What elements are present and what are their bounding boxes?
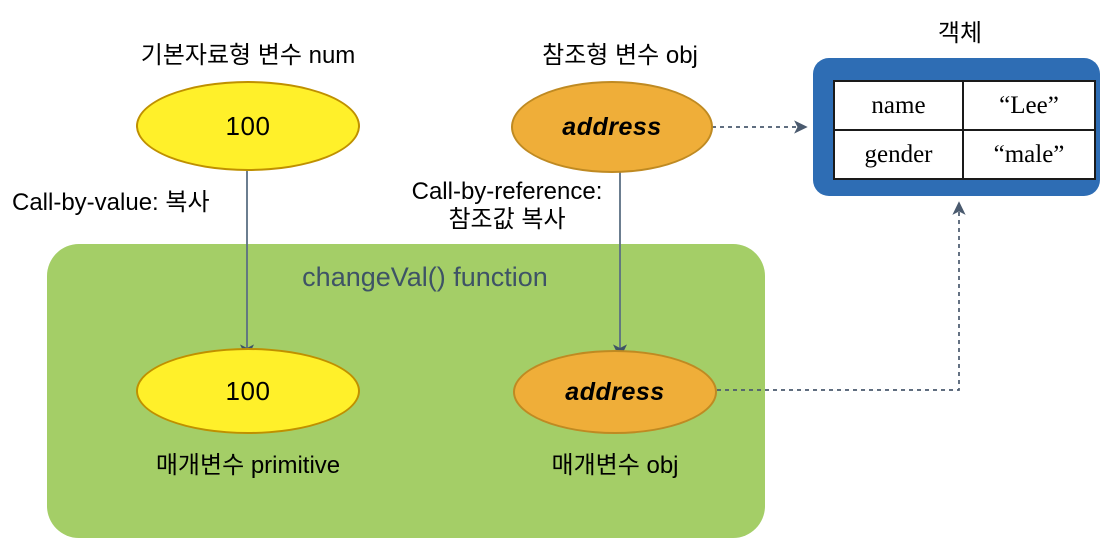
param-obj-label: 매개변수 obj bbox=[551, 452, 679, 479]
param-primitive-label: 매개변수 primitive bbox=[155, 452, 341, 479]
call-by-value-label: Call-by-value: 복사 bbox=[12, 189, 210, 216]
object-table-body: name “Lee” gender “male” bbox=[833, 80, 1096, 180]
primitive-variable-title: 기본자료형 변수 num bbox=[140, 42, 356, 69]
outer-primitive-variable: 100 bbox=[136, 81, 360, 171]
table-row: gender “male” bbox=[833, 129, 1096, 180]
object-title: 객체 bbox=[937, 20, 983, 47]
object-value-name: “Lee” bbox=[962, 80, 1096, 131]
object-key-name: name bbox=[833, 80, 964, 131]
inner-primitive-value: 100 bbox=[225, 375, 271, 406]
object-property-table: name “Lee” gender “male” bbox=[833, 80, 1096, 180]
function-title: changeVal() function bbox=[302, 262, 548, 292]
object-key-gender: gender bbox=[833, 129, 964, 180]
outer-reference-variable: address bbox=[511, 81, 713, 173]
inner-reference-parameter: address bbox=[513, 350, 717, 434]
reference-variable-title: 참조형 변수 obj bbox=[542, 42, 698, 69]
table-row: name “Lee” bbox=[833, 80, 1096, 131]
object-value-gender: “male” bbox=[962, 129, 1096, 180]
call-by-reference-label: Call-by-reference: 참조값 복사 bbox=[411, 178, 603, 233]
outer-reference-value: address bbox=[562, 112, 662, 141]
inner-primitive-parameter: 100 bbox=[136, 348, 360, 434]
outer-primitive-value: 100 bbox=[225, 110, 271, 141]
inner-reference-value: address bbox=[565, 377, 665, 406]
